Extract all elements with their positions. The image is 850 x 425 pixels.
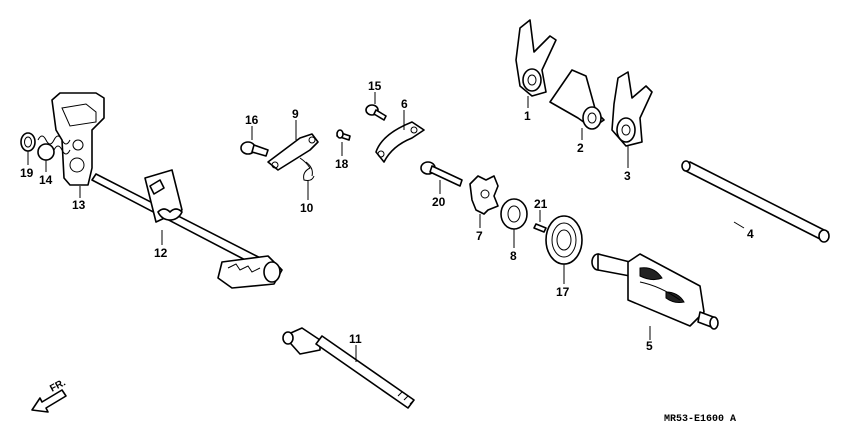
callout-2: 2: [577, 141, 584, 155]
part-16-bolt: [240, 141, 269, 157]
callout-5: 5: [646, 339, 653, 353]
callout-13: 13: [72, 198, 86, 212]
part-10-spring: [299, 157, 315, 181]
callout-16: 16: [245, 113, 259, 127]
callout-21: 21: [534, 197, 548, 211]
part-12-shift-spindle: [91, 169, 283, 289]
part-13-plate: [51, 92, 105, 186]
callout-3: 3: [624, 169, 631, 183]
part-4-fork-shaft: [681, 160, 830, 243]
callout-4: 4: [747, 227, 754, 241]
leader-lines: [27, 92, 745, 362]
part-17-bearing: [545, 215, 583, 265]
part-8-collar: [500, 198, 528, 230]
callout-20: 20: [432, 195, 446, 209]
callout-14: 14: [39, 173, 53, 187]
callout-19: 19: [20, 166, 34, 180]
part-3-shift-fork: [611, 71, 653, 147]
part-11-gearshift-spindle: [282, 327, 415, 409]
front-direction-arrow: FR.: [31, 377, 68, 413]
part-9-stopper-arm: [267, 133, 319, 171]
part-18-pin: [336, 129, 351, 141]
callout-1: 1: [524, 109, 531, 123]
part-20-bolt: [420, 161, 463, 187]
callout-10: 10: [300, 201, 314, 215]
callout-12: 12: [154, 246, 168, 260]
callout-17: 17: [556, 285, 570, 299]
callout-7: 7: [476, 229, 483, 243]
part-5-shift-drum: [591, 253, 719, 330]
part-19-ring: [20, 132, 36, 152]
callout-6: 6: [401, 97, 408, 111]
callout-15: 15: [368, 79, 382, 93]
part-1-shift-fork: [515, 19, 557, 97]
direction-label: FR.: [48, 377, 68, 394]
callout-9: 9: [292, 107, 299, 121]
part-2-shift-fork: [549, 69, 605, 130]
part-7-star-plate: [469, 175, 499, 215]
part-21-dowel: [533, 223, 547, 233]
callout-11: 11: [349, 332, 362, 346]
diagram-code: MR53-E1600 A: [664, 414, 736, 425]
callout-18: 18: [335, 157, 349, 171]
callout-8: 8: [510, 249, 517, 263]
part-15-screw: [365, 104, 387, 121]
part-6-guide-plate: [375, 121, 425, 163]
